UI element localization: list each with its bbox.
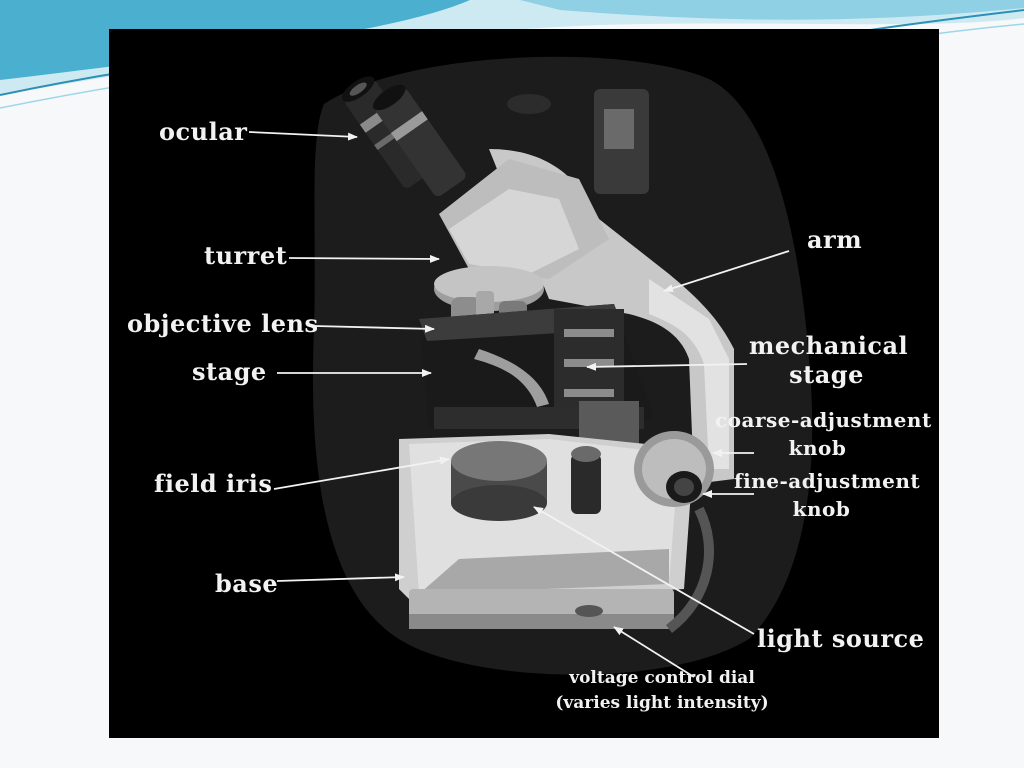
label-mechanical-stage-line2: stage [789, 360, 864, 389]
label-coarse-adjustment-line2: knob [788, 436, 847, 460]
label-objective-lens: objective lens [127, 309, 319, 338]
label-arm: arm [807, 225, 863, 254]
label-field-iris: field iris [154, 469, 273, 498]
label-mechanical-stage: mechanical stage [749, 331, 909, 389]
label-coarse-adjustment-line1: coarse-adjustment [715, 408, 932, 432]
label-light-source: light source [757, 624, 925, 653]
label-base: base [215, 569, 279, 598]
label-fine-adjustment-line2: knob [792, 497, 851, 521]
label-voltage-control-line2: (varies light intensity) [555, 693, 769, 713]
label-ocular: ocular [159, 117, 248, 146]
label-coarse-adjustment-knob: coarse-adjustment knob [715, 408, 932, 460]
label-voltage-control-line1: voltage control dial [569, 668, 755, 688]
microscope-figure: ocular turret objective lens stage field… [109, 29, 939, 738]
label-turret: turret [204, 241, 288, 270]
label-fine-adjustment-knob: fine-adjustment knob [734, 469, 921, 521]
label-stage: stage [192, 357, 267, 386]
label-fine-adjustment-line1: fine-adjustment [734, 469, 921, 493]
label-mechanical-stage-line1: mechanical [749, 331, 909, 360]
label-voltage-control-dial: voltage control dial (varies light inten… [537, 670, 787, 712]
